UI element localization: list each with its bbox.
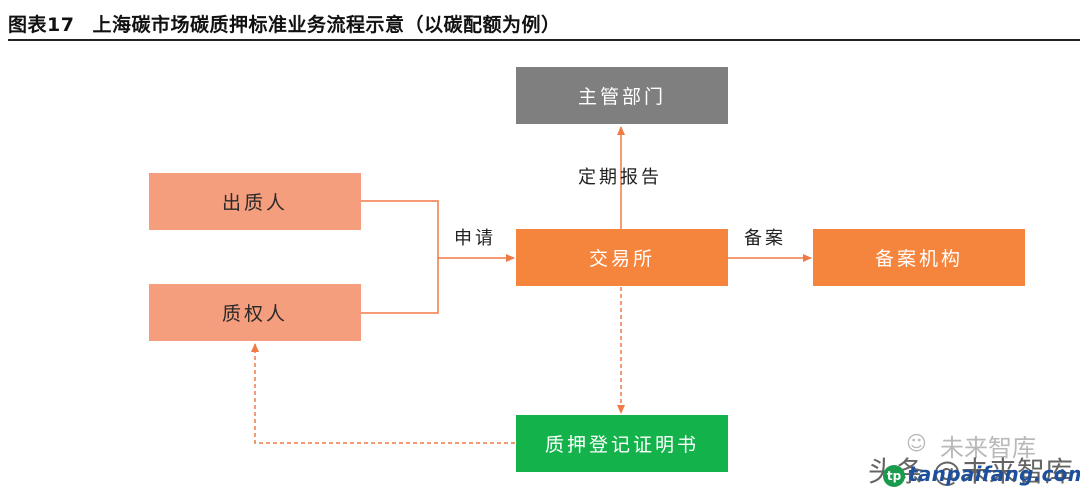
wechat-icon: ☺: [906, 431, 927, 455]
authority-node: 主管部门: [516, 67, 728, 124]
periodic-report-label: 定期报告: [578, 167, 662, 188]
pledgor-connector: [361, 200, 439, 258]
pledgor-label: 出质人: [221, 192, 288, 214]
figure-number: 图表17: [8, 14, 75, 36]
certificate-label: 质押登记证明书: [544, 434, 699, 456]
watermark-brand: 未来智库: [940, 434, 1036, 462]
figure-caption: 上海碳市场碳质押标准业务流程示意（以碳配额为例）: [92, 14, 561, 36]
figure-title: 图表17 上海碳市场碳质押标准业务流程示意（以碳配额为例）: [8, 10, 560, 37]
filing-label: 备案: [744, 228, 786, 249]
watermark-url: tanpaifang.com: [908, 462, 1080, 486]
pledgee-connector: [361, 258, 439, 314]
filing-agency-label: 备案机构: [874, 248, 963, 270]
certificate-to-pledgee-arrow: [251, 343, 515, 444]
pledgee-label: 质权人: [221, 303, 288, 325]
pledgee-node: 质权人: [149, 284, 361, 341]
apply-label: 申请: [454, 228, 496, 249]
exchange-label: 交易所: [588, 248, 655, 270]
tanpaifang-logo-icon: tp: [883, 465, 905, 487]
certificate-node: 质押登记证明书: [516, 415, 728, 472]
pledgor-node: 出质人: [149, 173, 361, 230]
filing-agency-node: 备案机构: [813, 229, 1025, 286]
title-divider: [8, 39, 1080, 41]
exchange-node: 交易所: [516, 229, 728, 286]
authority-label: 主管部门: [577, 86, 666, 108]
